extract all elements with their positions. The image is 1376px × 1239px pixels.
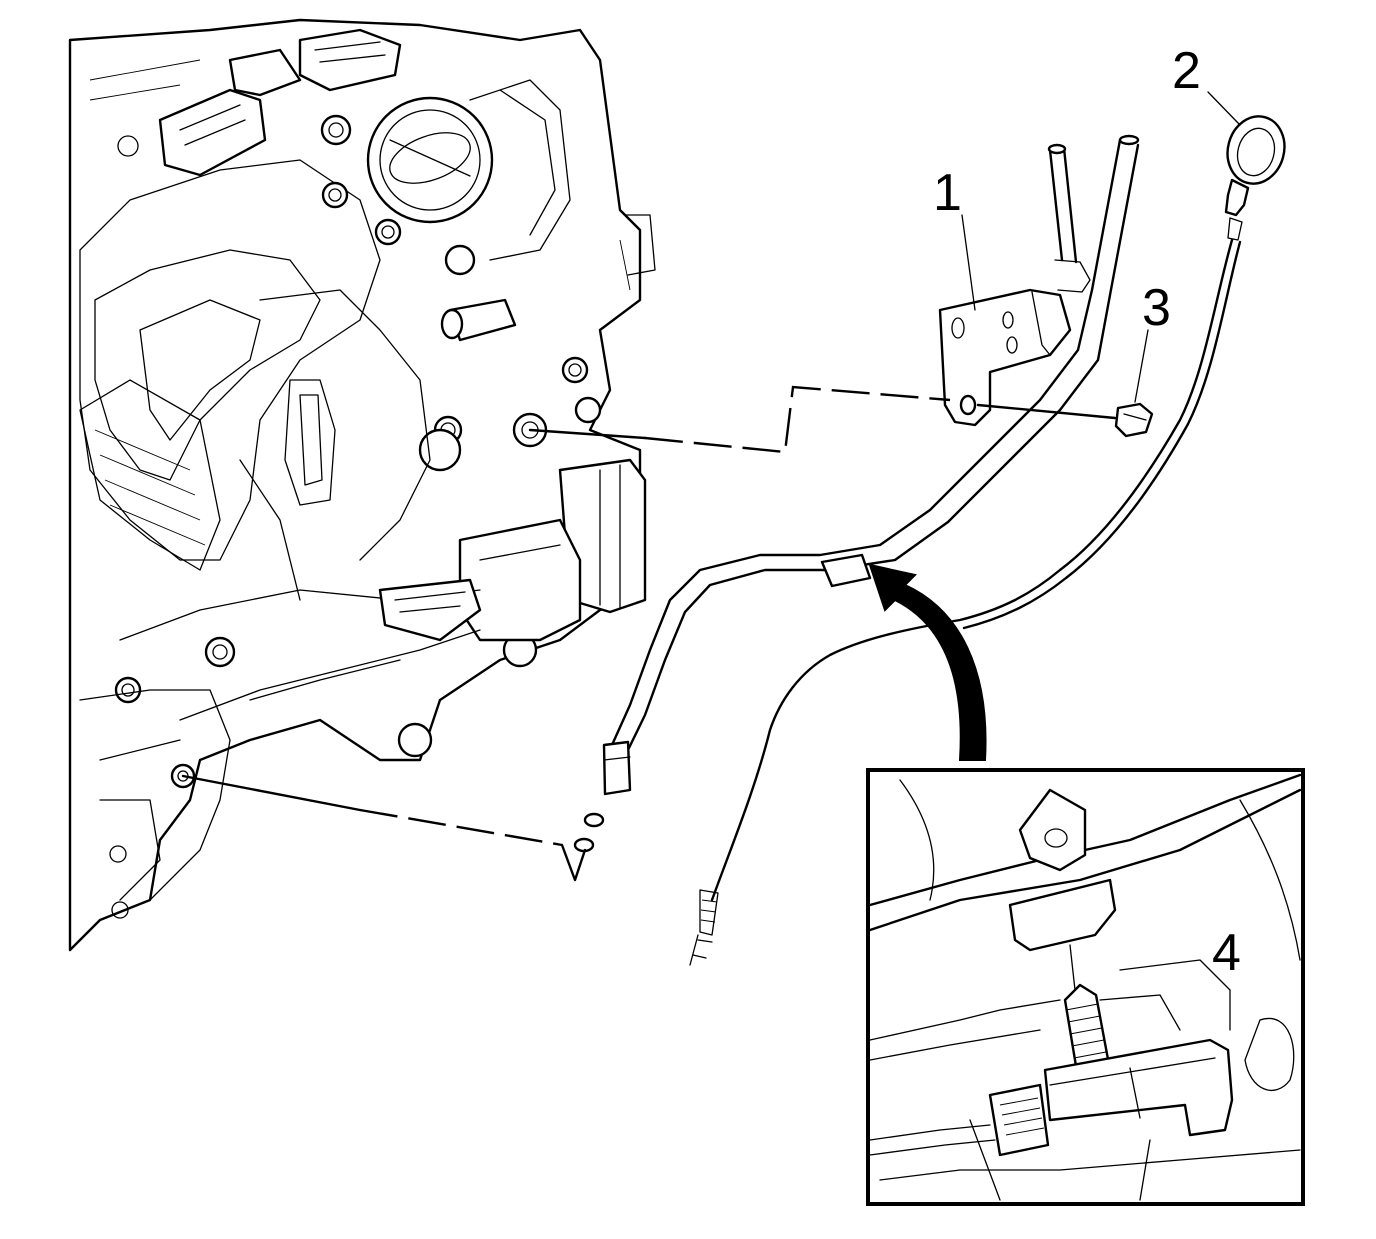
oil-level-indicator [689,115,1286,966]
engine-assembly [68,18,656,952]
callouts: 1 2 3 4 [933,42,1241,982]
callout-4: 4 [1212,924,1241,982]
detail-inset [866,768,1305,1206]
dipstick-tube [573,134,1140,853]
alignment-lines [181,385,951,882]
callout-3: 3 [1142,279,1171,337]
callout-1: 1 [933,164,962,222]
callout-2: 2 [1172,42,1201,100]
direction-arrow [868,563,987,761]
bolt [976,402,1154,438]
